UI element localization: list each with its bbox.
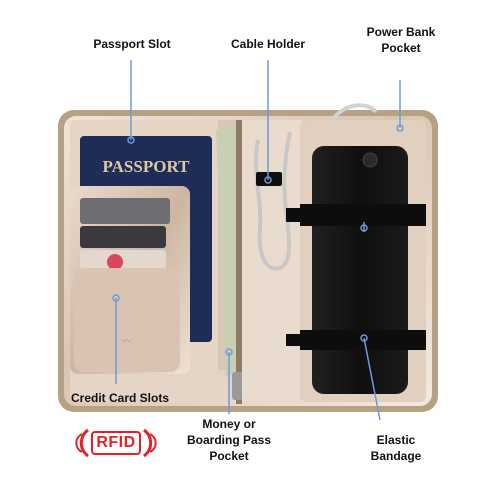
label-power-bank-pocket: Power Bank Pocket — [356, 24, 446, 56]
credit-card — [80, 226, 166, 248]
label-elastic-line1: Elastic — [376, 433, 416, 447]
label-elastic-line2: Bandage — [370, 449, 422, 463]
power-cable — [328, 103, 378, 126]
credit-card — [80, 250, 166, 272]
brand-script: 〰 — [121, 337, 132, 347]
label-passport-slot: Passport Slot — [93, 37, 171, 51]
elastic-band-left — [286, 334, 302, 346]
cable — [254, 131, 292, 271]
rfid-label: RFID — [96, 434, 136, 451]
label-money-line3: Pocket — [209, 449, 249, 463]
passport-text: PASSPORT — [103, 157, 191, 176]
phone-home-button-icon — [362, 152, 378, 168]
rfid-icon: RFID — [70, 424, 162, 462]
label-money-line1: Money or — [202, 417, 256, 431]
label-elastic-bandage: Elastic Bandage — [356, 432, 436, 464]
credit-card — [80, 198, 170, 224]
elastic-band — [300, 204, 426, 226]
label-credit-card-slots: Credit Card Slots — [70, 391, 169, 405]
phone — [312, 146, 408, 394]
cable-holder-strap — [256, 172, 282, 186]
label-money-line2: Boarding Pass — [186, 433, 272, 447]
card-pocket-front — [74, 268, 180, 372]
pointers — [112, 60, 404, 421]
label-power-bank-line2: Pocket — [381, 41, 421, 55]
cable-panel — [242, 120, 302, 402]
zipper-icon — [232, 372, 244, 400]
zipper-track — [236, 120, 242, 404]
label-power-bank-line1: Power Bank — [366, 25, 436, 39]
elastic-band — [300, 330, 426, 350]
elastic-band-left — [286, 208, 302, 222]
card-logo-icon — [107, 254, 123, 270]
label-money-pocket: Money or Boarding Pass Pocket — [176, 416, 282, 464]
label-cable-holder: Cable Holder — [230, 37, 305, 51]
